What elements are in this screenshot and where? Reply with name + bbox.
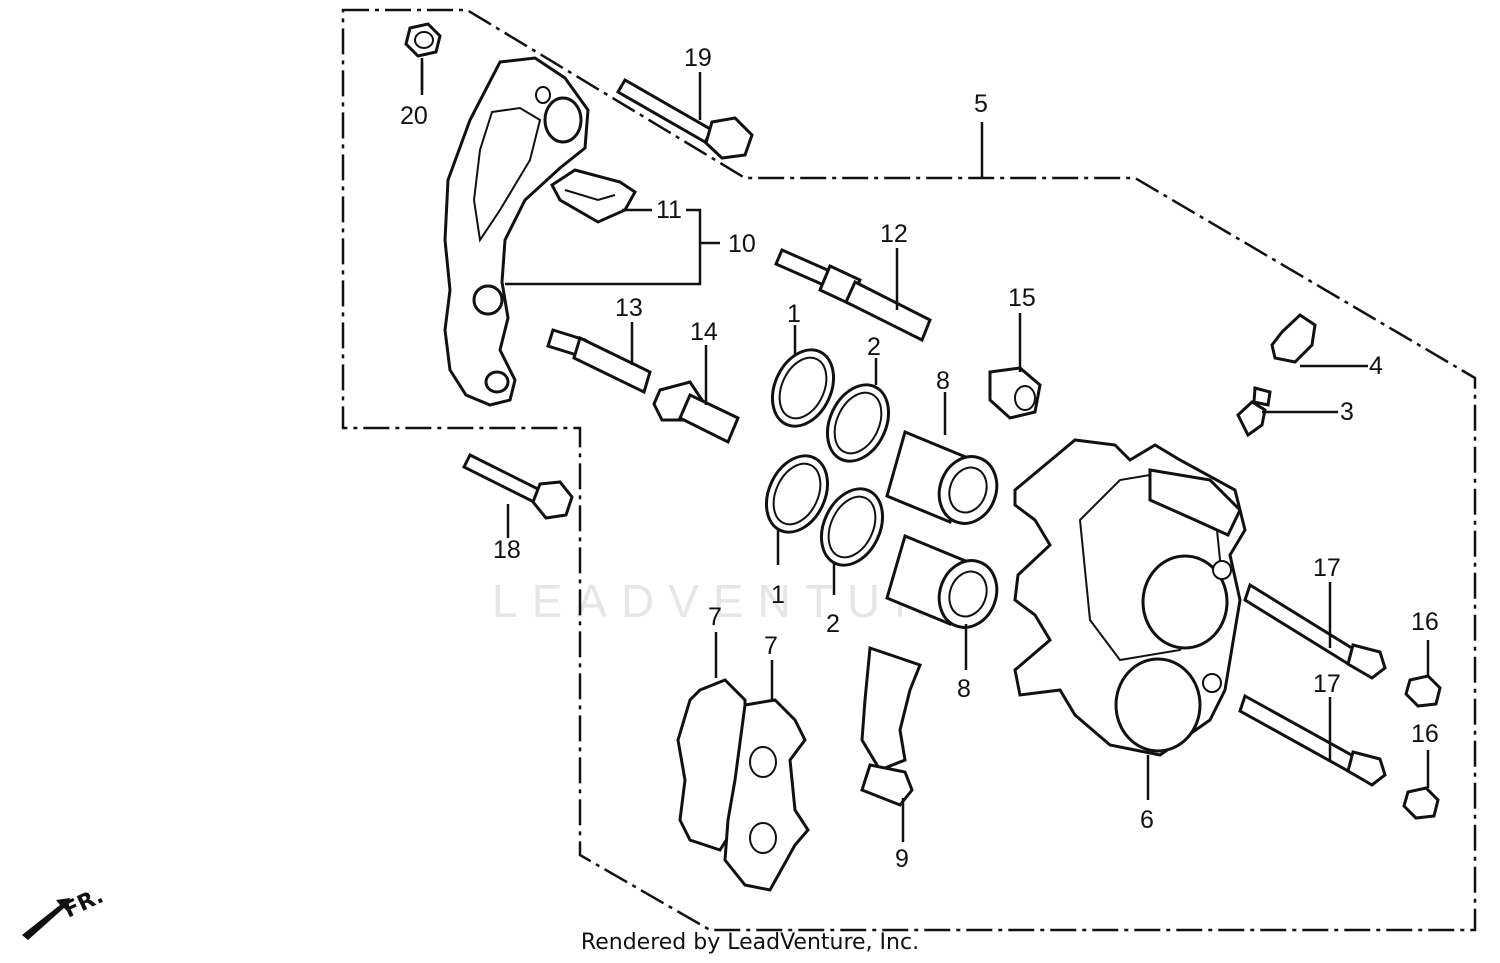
callout-3: 3 [1340, 398, 1354, 426]
callout-10: 10 [728, 230, 756, 258]
callout-7-inner: 7 [708, 603, 722, 631]
callout-14: 14 [690, 318, 718, 346]
callout-16-lower: 16 [1411, 720, 1439, 748]
part-retainer-11[interactable] [550, 168, 637, 224]
callout-labels: 20 19 5 11 10 12 15 13 14 1 2 4 8 3 18 1… [400, 44, 1439, 873]
part-slide-pin-13[interactable] [546, 328, 652, 395]
part-caliper-bracket-10[interactable] [443, 56, 590, 407]
forward-direction-arrow-icon [22, 898, 70, 940]
part-piston-seal-1-lower[interactable] [755, 446, 840, 542]
callout-8-lower: 8 [957, 675, 971, 703]
callout-15: 15 [1008, 284, 1036, 312]
callout-8-upper: 8 [936, 367, 950, 395]
part-slide-pin-12[interactable] [774, 248, 932, 343]
part-plug-16-upper[interactable] [1404, 674, 1442, 708]
callout-1-upper: 1 [787, 300, 801, 328]
callout-2-lower: 2 [826, 610, 840, 638]
part-brake-pad-7-outer[interactable] [723, 698, 810, 892]
callout-5: 5 [974, 90, 988, 118]
bracket-assembly-boundary [341, 8, 1477, 932]
callout-6: 6 [1140, 806, 1154, 834]
part-dust-seal-2-lower[interactable] [810, 479, 895, 575]
callout-12: 12 [880, 220, 908, 248]
part-pin-bolt-14[interactable] [652, 380, 740, 445]
part-pad-pin-17-lower[interactable] [1238, 693, 1387, 787]
callout-9: 9 [895, 845, 909, 873]
callout-19: 19 [684, 44, 712, 72]
callout-20: 20 [400, 102, 428, 130]
callout-7-outer: 7 [764, 632, 778, 660]
part-plug-16-lower[interactable] [1402, 786, 1440, 820]
part-dust-seal-2-upper[interactable] [816, 375, 901, 471]
part-piston-8-lower[interactable] [885, 533, 1006, 636]
part-brake-pad-7-inner[interactable] [676, 678, 747, 852]
part-bleeder-valve-3[interactable] [1236, 386, 1272, 438]
footer-credit: Rendered by LeadVenture, Inc. [580, 930, 920, 955]
part-pad-pin-17-upper[interactable] [1243, 582, 1387, 680]
leader-lines [420, 62, 1430, 842]
part-bolt-19[interactable] [615, 77, 754, 160]
part-cap-4[interactable] [1270, 313, 1317, 364]
part-piston-8-upper[interactable] [885, 429, 1006, 532]
callout-13: 13 [615, 294, 643, 322]
callout-17-lower: 17 [1313, 670, 1341, 698]
callout-4: 4 [1369, 352, 1383, 380]
part-caliper-body-6[interactable] [1013, 438, 1247, 757]
part-boot-15[interactable] [988, 366, 1042, 420]
callout-16-upper: 16 [1411, 608, 1439, 636]
part-pad-spring-9[interactable] [860, 645, 922, 807]
part-nut-20[interactable] [404, 22, 442, 58]
callout-17-upper: 17 [1313, 554, 1341, 582]
direction-marker-text: FR. [60, 884, 107, 924]
callout-1-lower: 1 [771, 581, 785, 609]
part-piston-seal-1-upper[interactable] [761, 340, 846, 436]
part-bolt-18[interactable] [461, 452, 574, 520]
callout-18: 18 [493, 536, 521, 564]
callout-11: 11 [656, 196, 682, 224]
callout-2-upper: 2 [867, 333, 881, 361]
